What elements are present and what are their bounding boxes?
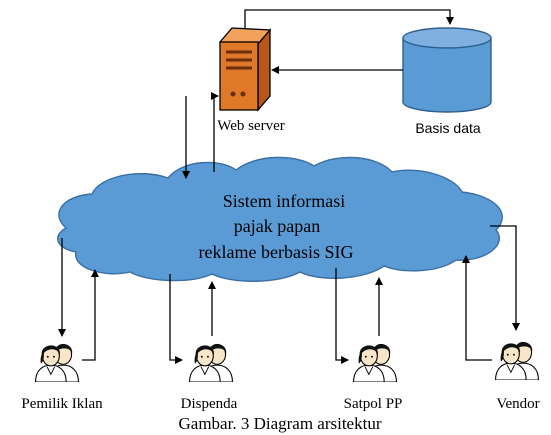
cloud-title-line-3: reklame berbasis SIG bbox=[199, 242, 354, 262]
pemilik-to-cloud-arrow bbox=[82, 269, 99, 361]
cloud-title-line-2: pajak papan bbox=[234, 216, 320, 236]
server-to-database-arrow bbox=[244, 9, 454, 28]
database-icon bbox=[402, 27, 492, 113]
user-label-dispenda: Dispenda bbox=[181, 396, 238, 412]
cloud-to-dispenda-arrow bbox=[169, 274, 183, 364]
cloud-to-vendor-arrow bbox=[490, 225, 520, 331]
cloud-to-satpol-arrow bbox=[335, 268, 349, 364]
user-satpol-icon bbox=[352, 343, 398, 382]
web-server-icon bbox=[218, 27, 272, 112]
user-pemilik-icon bbox=[34, 343, 80, 382]
user-vendor-icon bbox=[494, 341, 540, 380]
vendor-to-cloud-arrow bbox=[462, 255, 492, 361]
user-label-vendor: Vendor bbox=[496, 396, 539, 412]
cloud-title-line-1: Sistem informasi bbox=[223, 191, 346, 211]
user-label-pemilik: Pemilik Iklan bbox=[21, 396, 103, 412]
user-label-satpol: Satpol PP bbox=[344, 396, 403, 412]
cloud-to-server-arrow bbox=[211, 92, 219, 172]
database-label: Basis data bbox=[415, 120, 481, 136]
figure-caption: Gambar. 3 Diagram arsitektur bbox=[179, 414, 382, 433]
user-dispenda-icon bbox=[188, 343, 234, 382]
web-server-label: Web server bbox=[217, 118, 285, 134]
